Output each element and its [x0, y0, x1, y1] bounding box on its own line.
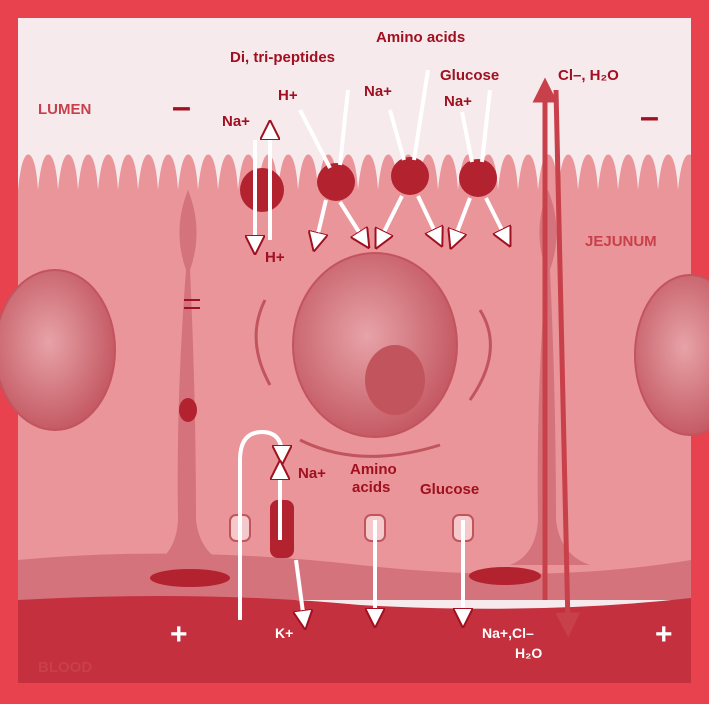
lumen-charge-right: – [640, 98, 659, 136]
apical-transporter-peptide [317, 163, 355, 201]
h2o-label: H₂O [515, 645, 542, 661]
capillary-cell [150, 569, 230, 587]
lumen-label: LUMEN [38, 101, 91, 118]
baso-acids-label: acids [352, 479, 390, 496]
na-cl-label: Na+,Cl– [482, 625, 534, 641]
cl-h2o-label: Cl–, H₂O [558, 67, 619, 84]
nucleolus [365, 345, 425, 415]
blood-region [18, 596, 691, 683]
na-plus-right-label: Na+ [444, 93, 472, 110]
blood-charge-right: + [655, 618, 673, 651]
nucleus [293, 253, 457, 437]
capillary-cell [469, 567, 541, 585]
baso-na-plus-label: Na+ [298, 465, 326, 482]
mitochondrion [179, 398, 197, 422]
na-plus-left-label: Na+ [222, 113, 250, 130]
blood-charge-left: + [170, 618, 188, 651]
k-plus-label: K+ [275, 625, 293, 641]
apical-transporter-amino-acid [391, 157, 429, 195]
nucleus [0, 270, 115, 430]
amino-acids-label: Amino acids [376, 29, 465, 46]
baso-amino-label: Amino [350, 461, 397, 478]
lumen-charge-left: – [172, 88, 191, 126]
glucose-label: Glucose [440, 67, 499, 84]
h-plus-bottom-label: H+ [265, 249, 285, 266]
apical-transporter-na-h [240, 168, 284, 212]
na-plus-mid-label: Na+ [364, 83, 392, 100]
baso-glucose-label: Glucose [420, 481, 479, 498]
h-plus-top-label: H+ [278, 87, 298, 104]
di-tri-peptides-label: Di, tri-peptides [230, 49, 335, 66]
apical-transporter-glucose [459, 159, 497, 197]
blood-label: BLOOD [38, 659, 92, 676]
jejunum-label: JEJUNUM [585, 233, 657, 250]
